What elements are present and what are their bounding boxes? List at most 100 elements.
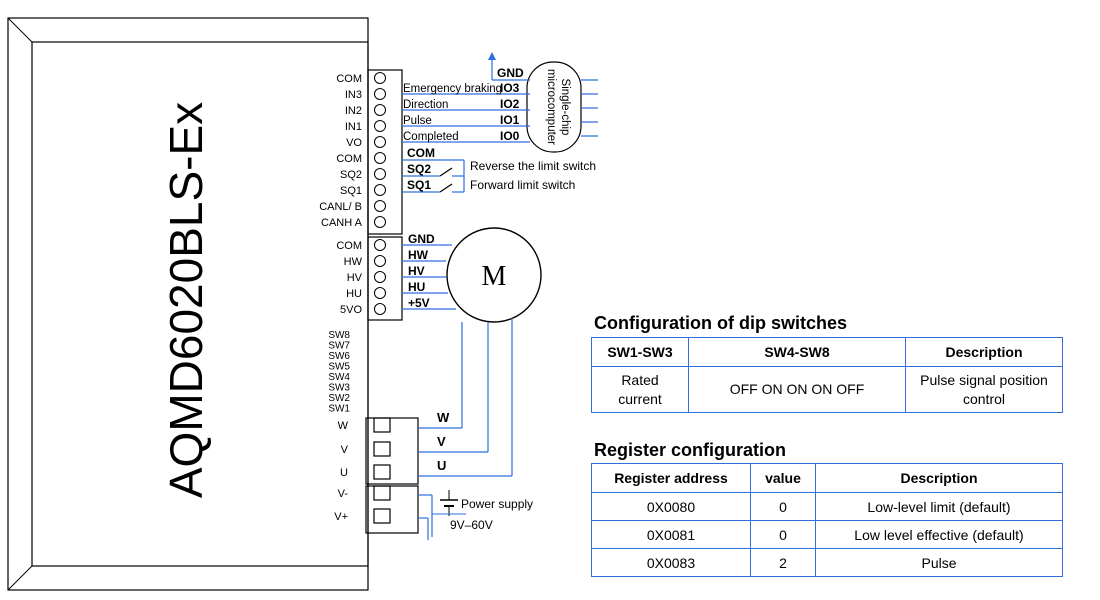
- terminal-label-in1: IN1: [345, 121, 362, 133]
- driver-model-label: AQMD6020BLS-Ex: [160, 102, 212, 498]
- reg-header-description: Description: [815, 463, 1063, 493]
- power-terminal-screw-icon: [373, 441, 391, 457]
- reg-header-value: value: [750, 463, 816, 493]
- dip-label-sw5: SW5: [328, 362, 350, 373]
- terminal-screw-icon: [374, 136, 386, 148]
- hall-label-5v: +5V: [408, 296, 430, 310]
- reg-header-address: Register address: [591, 463, 751, 493]
- dip-label-sw3: SW3: [328, 383, 350, 394]
- power-supply-wiring: [418, 494, 433, 540]
- terminal-label-in3: IN3: [345, 89, 362, 101]
- dip-sw1-3-line1: Rated: [621, 371, 659, 388]
- terminal-screw-icon: [374, 200, 386, 212]
- hall-terminal-label-hw: HW: [344, 256, 363, 268]
- mcu-label-line2: microcomputer: [545, 69, 557, 145]
- power-terminal-screw-icon: [373, 464, 391, 480]
- power-terminal-screw-icon: [373, 485, 391, 501]
- mcu-body: [526, 61, 598, 153]
- power-terminal-label-v: V: [341, 444, 349, 456]
- register-config-table: Register address value Description 0X008…: [591, 463, 1063, 577]
- phase-u-label: U: [437, 458, 446, 473]
- hall-label-hw: HW: [408, 248, 429, 262]
- mcu-pin-label-io0: IO0: [500, 129, 520, 143]
- reg-cell-value: 0: [750, 492, 816, 521]
- power-terminal-screw-icon: [373, 417, 391, 433]
- dip-label-sw6: SW6: [328, 351, 350, 362]
- reg-cell-description: Pulse: [815, 548, 1063, 577]
- dip-label-sw1: SW1: [328, 404, 350, 415]
- hall-label-hu: HU: [408, 280, 425, 294]
- signal-label-completed: Completed: [403, 131, 459, 143]
- dip-sw1-3-line2: current: [618, 390, 662, 407]
- terminal-screw-icon: [374, 168, 386, 180]
- reg-cell-description: Low level effective (default): [815, 520, 1063, 549]
- reg-cell-address: 0X0083: [591, 548, 751, 577]
- dip-cell-sw1-3: Rated current: [591, 366, 689, 413]
- terminal-screw-icon: [374, 120, 386, 132]
- hall-label-gnd: GND: [408, 232, 435, 246]
- limit-switch-wiring: [402, 159, 465, 193]
- power-terminal-block: WVU V- V+: [334, 417, 419, 534]
- reg-table-header-row: Register address value Description: [591, 463, 1063, 493]
- dip-cell-sw4-8: OFF ON ON ON OFF: [688, 366, 906, 413]
- signal-label-direction: Direction: [403, 99, 448, 111]
- limit-com-label: COM: [407, 146, 435, 160]
- terminal-label-canl-b: CANL/ B: [319, 201, 362, 213]
- mcu-gnd-label: GND: [497, 66, 524, 80]
- power-terminal-label-u: U: [340, 467, 348, 479]
- hall-terminal-label-com: COM: [336, 240, 362, 252]
- dip-header-description: Description: [905, 337, 1063, 367]
- terminal-label-sq1: SQ1: [340, 185, 362, 197]
- forward-limit-label: Forward limit switch: [470, 178, 575, 192]
- limit-sq2-label: SQ2: [407, 162, 431, 176]
- terminal-screw-icon: [374, 216, 386, 228]
- dip-desc-line2: control: [962, 390, 1006, 407]
- hall-label-hv: HV: [408, 264, 425, 278]
- terminal-screw-icon: [374, 303, 386, 315]
- dip-label-sw2: SW2: [328, 393, 350, 404]
- phase-w-label: W: [437, 410, 450, 425]
- dip-label-sw8: SW8: [328, 330, 350, 341]
- phase-v-label: V: [437, 434, 446, 449]
- register-config-title: Register configuration: [594, 440, 787, 460]
- motor-symbol: M: [482, 261, 507, 292]
- terminal-screw-icon: [374, 72, 386, 84]
- power-terminal-label-v: V+: [334, 511, 348, 523]
- reg-cell-value: 0: [750, 520, 816, 549]
- terminal-screw-icon: [374, 152, 386, 164]
- terminal-label-com: COM: [336, 153, 362, 165]
- dip-config-table: SW1-SW3 SW4-SW8 Description Rated curren…: [591, 337, 1063, 413]
- mcu-pin-label-io3: IO3: [500, 81, 520, 95]
- table-row: 0X0080 0 Low-level limit (default): [591, 492, 1063, 521]
- power-terminal-label-v: V-: [338, 488, 349, 500]
- dip-header-sw1-3: SW1-SW3: [591, 337, 689, 367]
- terminal-screw-icon: [374, 287, 386, 299]
- signal-label-pulse: Pulse: [403, 115, 432, 127]
- table-row: 0X0081 0 Low level effective (default): [591, 520, 1063, 549]
- terminal-label-com: COM: [336, 73, 362, 85]
- terminal-screw-icon: [374, 104, 386, 116]
- dip-cell-description: Pulse signal position control: [905, 366, 1063, 413]
- dip-label-sw4: SW4: [328, 372, 350, 383]
- terminal-label-sq2: SQ2: [340, 169, 362, 181]
- power-terminal-screw-icon: [373, 508, 391, 524]
- terminal-screw-icon: [374, 255, 386, 267]
- power-range-label: 9V–60V: [450, 518, 493, 532]
- reg-cell-description: Low-level limit (default): [815, 492, 1063, 521]
- terminal-label-canh-a: CANH A: [321, 217, 363, 229]
- hall-terminal-label-5vo: 5VO: [340, 304, 362, 316]
- dip-header-sw4-8: SW4-SW8: [688, 337, 906, 367]
- table-row: Rated current OFF ON ON ON OFF Pulse sig…: [591, 366, 1063, 413]
- table-row: 0X0083 2 Pulse: [591, 548, 1063, 577]
- terminal-screw-icon: [374, 184, 386, 196]
- dip-table-header-row: SW1-SW3 SW4-SW8 Description: [591, 337, 1063, 367]
- battery-icon: [432, 490, 466, 516]
- signal-label-emergency-braking: Emergency braking: [403, 83, 502, 95]
- power-terminal-label-w: W: [338, 420, 349, 432]
- terminal-screw-icon: [374, 88, 386, 100]
- reg-cell-value: 2: [750, 548, 816, 577]
